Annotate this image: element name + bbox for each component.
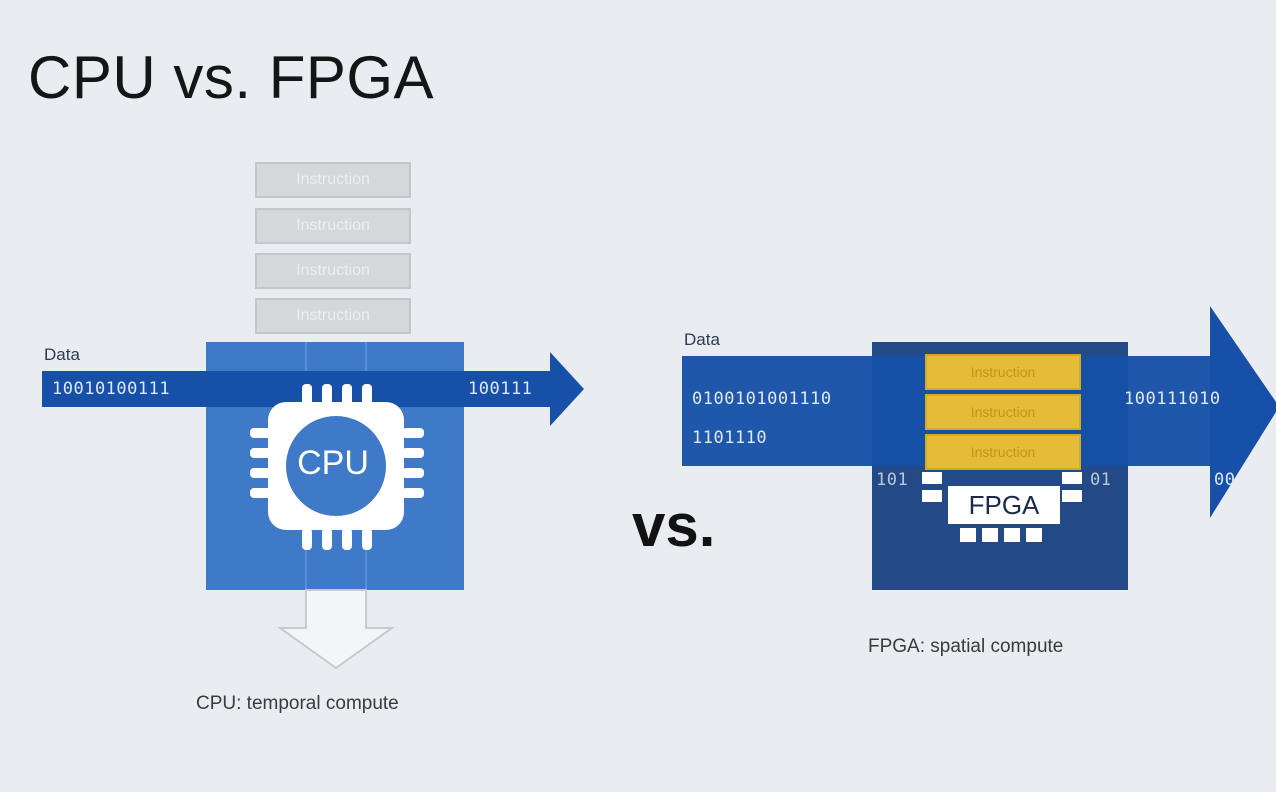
fpga-caption: FPGA: spatial compute xyxy=(868,636,1064,657)
page-title: CPU vs. FPGA xyxy=(28,44,435,111)
fpga-bits-bottom-right: 00 xyxy=(1214,470,1236,490)
fpga-chip-label: FPGA xyxy=(948,486,1060,524)
fpga-data-arrow-head xyxy=(1210,306,1276,518)
cpu-data-arrow-shaft xyxy=(42,371,552,407)
cpu-instruction-block: Instruction xyxy=(255,253,411,289)
cpu-bits-left: 10010100111 xyxy=(52,379,171,399)
cpu-data-label: Data xyxy=(44,345,80,364)
cpu-instruction-block: Instruction xyxy=(255,298,411,334)
cpu-instruction-block: Instruction xyxy=(255,208,411,244)
fpga-logic-block: Instruction xyxy=(925,394,1081,430)
fpga-chip-icon xyxy=(922,472,1082,542)
fpga-data-label: Data xyxy=(684,330,720,349)
fpga-bits-bottom-mid: 01 xyxy=(1090,470,1112,490)
vs-label: vs. xyxy=(632,492,716,559)
cpu-data-arrow-head xyxy=(550,352,584,426)
cpu-chip-icon xyxy=(250,384,424,550)
cpu-bits-right: 100111 xyxy=(468,379,533,399)
fpga-bits-row2: 1101110 xyxy=(692,428,768,448)
cpu-instruction-block: Instruction xyxy=(255,162,411,198)
fpga-bits-row1: 0100101001110 xyxy=(692,389,832,409)
cpu-output-arrow xyxy=(276,589,396,670)
cpu-chip-label: CPU xyxy=(297,444,369,482)
cpu-caption: CPU: temporal compute xyxy=(196,693,399,714)
fpga-bits-bottom-left: 101 xyxy=(876,470,909,490)
fpga-logic-block: Instruction xyxy=(925,354,1081,390)
fpga-bits-right: 100111010 xyxy=(1124,389,1221,409)
fpga-logic-block: Instruction xyxy=(925,434,1081,470)
